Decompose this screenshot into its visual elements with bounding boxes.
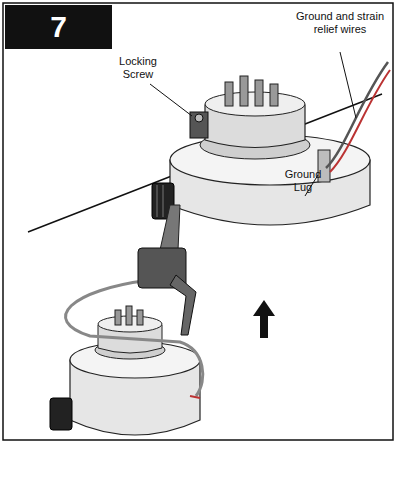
wire-harness (66, 280, 203, 396)
locking-screw (195, 114, 203, 122)
ground-wire (326, 62, 388, 168)
strain-relief-wire (330, 70, 390, 172)
terminal-pin (137, 310, 143, 325)
strain-relief-wire (190, 396, 200, 398)
nozzle-knob (50, 398, 72, 430)
step-number: 7 (50, 12, 67, 42)
plug-latch (170, 275, 196, 335)
plug-cable (160, 205, 180, 250)
leader-line (340, 52, 356, 118)
part-label: Ground Lug (279, 168, 327, 194)
knob-ridge (163, 185, 164, 217)
terminal-pin (255, 80, 263, 106)
terminal-pin (240, 76, 248, 106)
part-label: Ground and strain relief wires (294, 10, 386, 36)
terminal-pin (225, 82, 233, 106)
step-number-box: 7 (5, 5, 112, 49)
terminal-pin (126, 306, 132, 325)
direction-arrow (253, 300, 275, 338)
leader-line (150, 84, 192, 116)
locking-screw-block (190, 112, 208, 138)
part-label: Locking Screw (112, 55, 164, 81)
panel-frame (3, 3, 393, 440)
knob-ridge (157, 185, 158, 217)
terminal-pin (115, 310, 121, 325)
terminal-pin (270, 84, 278, 106)
divider-line (28, 94, 382, 232)
